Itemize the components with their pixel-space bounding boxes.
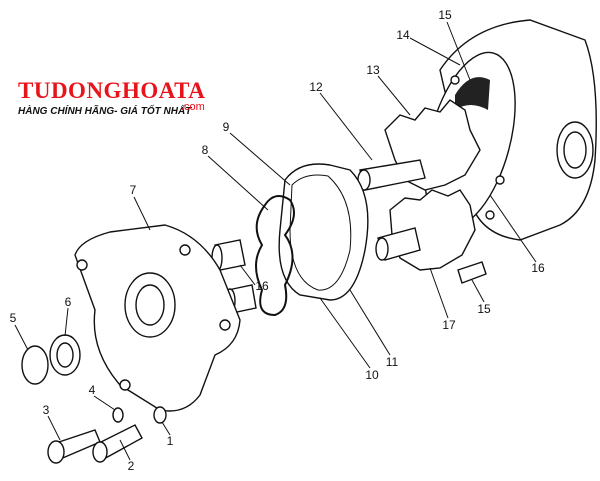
seal-ring	[255, 195, 295, 317]
callout-8: 8	[201, 143, 209, 157]
callout-14: 14	[396, 28, 410, 42]
callout-13: 13	[366, 63, 380, 77]
driven-gear	[375, 189, 476, 271]
callout-6: 6	[64, 295, 72, 309]
dowel-pin	[457, 261, 487, 284]
callout-4: 4	[88, 383, 96, 397]
drive-gear	[357, 99, 481, 191]
end-cover	[74, 224, 241, 412]
bolts	[47, 406, 167, 464]
callout-9: 9	[222, 120, 230, 134]
callout-16b: 16	[531, 261, 545, 275]
callout-11: 11	[385, 355, 399, 369]
callout-15b: 15	[477, 302, 491, 316]
wear-plate	[278, 163, 369, 301]
callout-2: 2	[127, 459, 135, 473]
pump-housing	[424, 19, 597, 241]
callout-3: 3	[42, 403, 50, 417]
callout-1: 1	[166, 434, 174, 448]
retaining-ring	[21, 345, 49, 385]
watermark-tagline: HÀNG CHÍNH HÃNG- GIÁ TỐT NHẤT	[18, 106, 192, 117]
callout-17: 17	[442, 318, 456, 332]
callout-12: 12	[309, 80, 323, 94]
callout-16: 16	[255, 279, 269, 293]
watermark-suffix: .com	[181, 101, 205, 113]
callout-5: 5	[9, 311, 17, 325]
watermark-brand: TUDONGHOATA	[18, 78, 206, 103]
leader-lines	[14, 21, 537, 461]
callout-15: 15	[438, 8, 452, 22]
callout-10: 10	[365, 368, 379, 382]
callout-7: 7	[129, 183, 137, 197]
